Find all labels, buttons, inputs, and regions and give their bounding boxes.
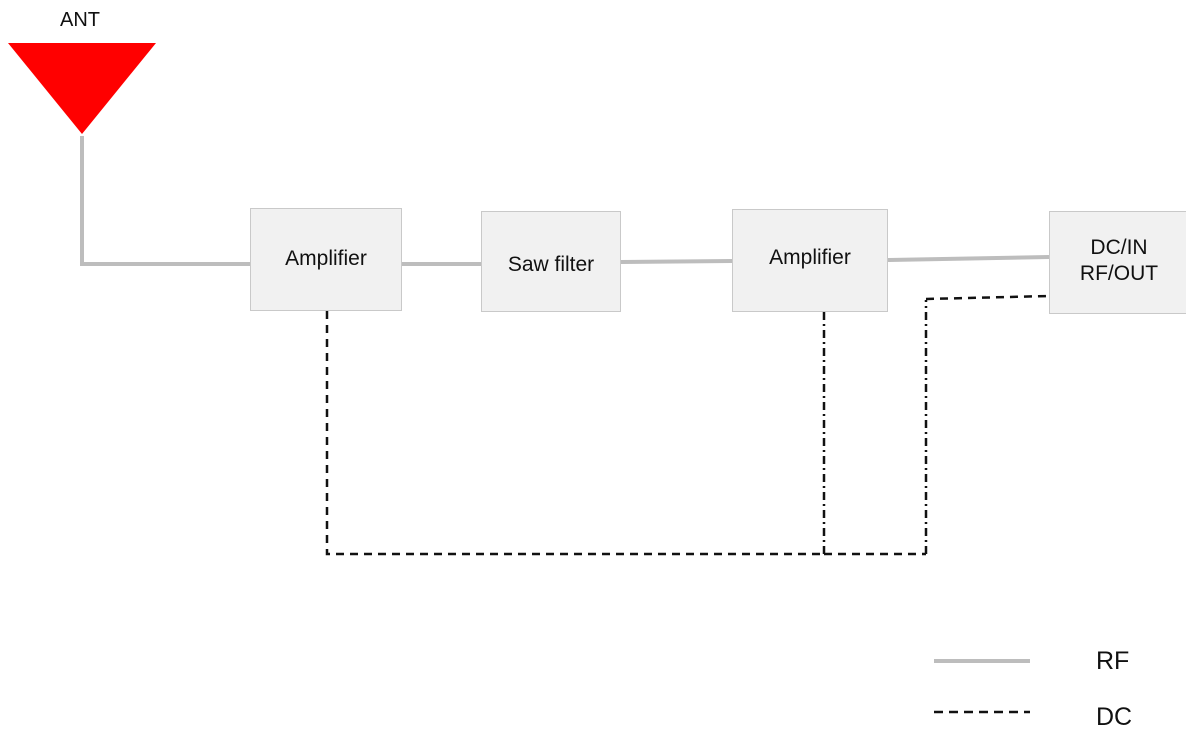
block-label: Amplifier bbox=[769, 246, 851, 269]
legend-rf-label: RF bbox=[1096, 647, 1130, 675]
amplifier-block-2: Amplifier bbox=[732, 209, 888, 312]
rf-line-amp2-to-out bbox=[887, 255, 1050, 262]
amplifier-block-1: Amplifier bbox=[250, 208, 402, 311]
legend-dc-label: DC bbox=[1096, 703, 1133, 731]
antenna-icon bbox=[8, 43, 156, 134]
block-label: DC/IN RF/OUT bbox=[1079, 235, 1159, 285]
block-label: Saw filter bbox=[507, 252, 595, 276]
block-label: Amplifier bbox=[285, 246, 367, 270]
dc-line-to-out bbox=[925, 294, 1050, 301]
antenna-label: ANT bbox=[60, 9, 100, 31]
rf-paths bbox=[80, 136, 1050, 266]
saw-filter-block: Saw filter bbox=[481, 211, 621, 312]
rf-line-saw-to-amp2 bbox=[620, 259, 733, 264]
dc-in-rf-out-block: DC/IN RF/OUT bbox=[1049, 211, 1186, 314]
rf-line-ant-to-amp1 bbox=[80, 136, 250, 266]
dc-paths bbox=[325, 294, 1050, 556]
dc-line-amp1 bbox=[325, 311, 824, 556]
